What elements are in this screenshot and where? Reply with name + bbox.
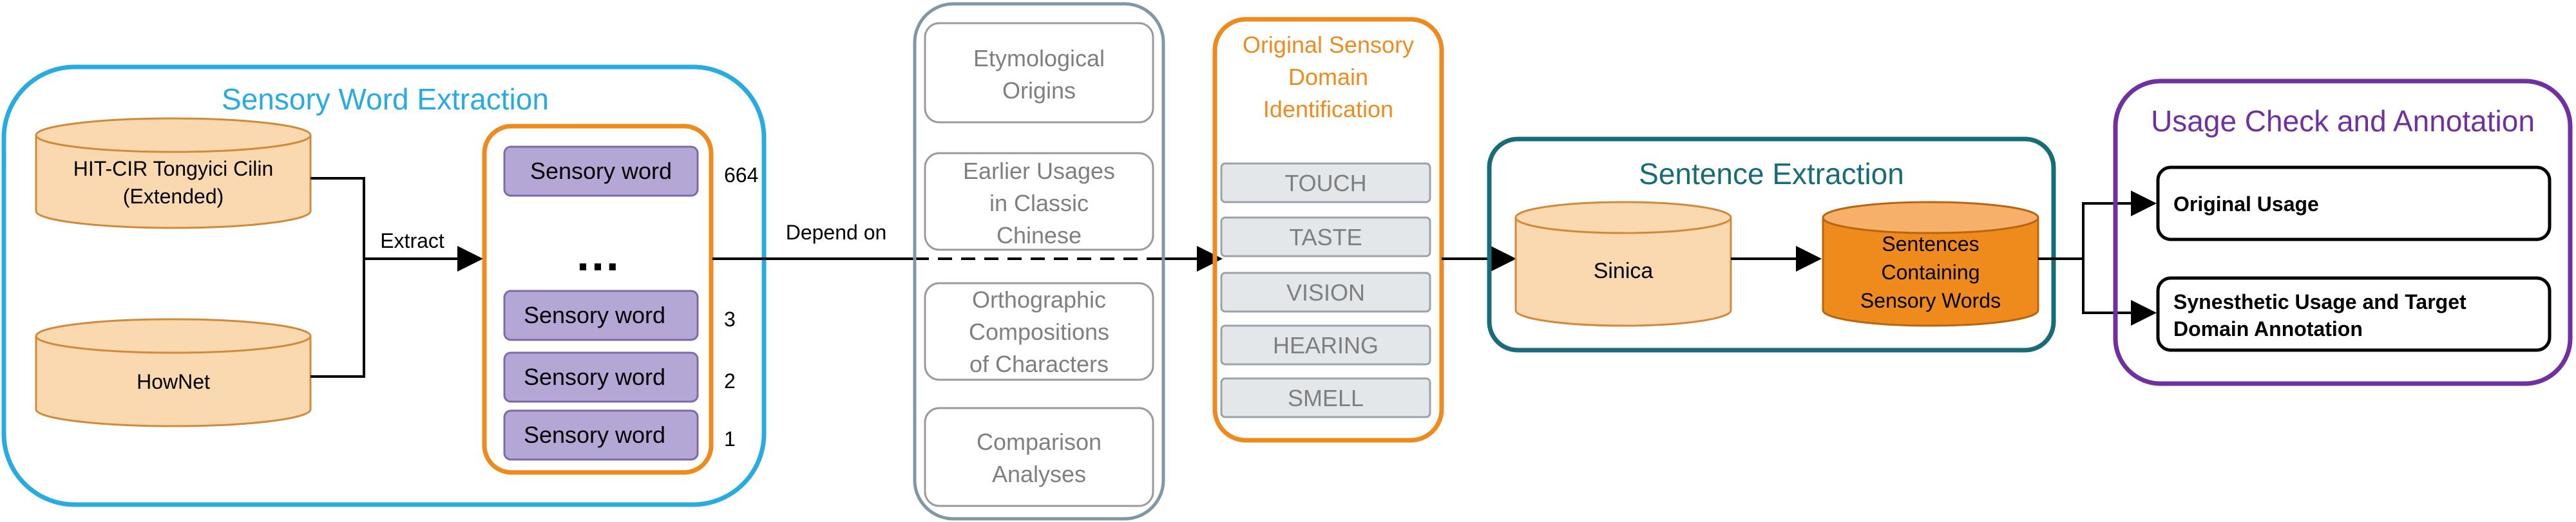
evidence-item-line: Analyses: [992, 461, 1086, 487]
sense-box-touch: [1220, 162, 1431, 203]
evidence-item-line: Chinese: [997, 222, 1082, 248]
sensory-word-label: Sensory word: [524, 364, 665, 390]
sensory-word-container: [482, 124, 714, 475]
sensory-word-count: 1: [724, 427, 736, 451]
sensory-word-label: Sensory word: [524, 302, 665, 328]
evidence-item-line: Etymological: [973, 45, 1105, 71]
domain-identification-panel: Original Sensory Domain Identification T…: [1212, 17, 1444, 443]
sentence-panel-border: [1487, 136, 2056, 353]
sense-label: VISION: [1286, 279, 1365, 306]
sinica-database-label: Sinica: [1594, 259, 1654, 283]
hownet-database-label: HowNet: [137, 370, 210, 393]
comparison-analyses-box: [924, 407, 1154, 507]
sensory-word-count: 664: [724, 163, 758, 187]
evidence-item-line: in Classic: [989, 190, 1089, 216]
sense-label: SMELL: [1288, 385, 1364, 411]
evidence-item-line: Orthographic: [972, 286, 1106, 313]
hownet-database: HowNet: [35, 318, 312, 427]
sensory-word-box: [503, 290, 699, 341]
extraction-title: Sensory Word Extraction: [222, 82, 549, 116]
domain-title-line3: Identification: [1263, 96, 1393, 122]
sensory-word-label: Sensory word: [530, 158, 672, 184]
sensory-word-extraction-panel: Sensory Word Extraction HIT-CIR Tongyici…: [1, 64, 767, 507]
extraction-panel-border: [1, 64, 767, 507]
etymological-origins-box: [924, 22, 1154, 124]
sentences-database: Sentences Containing Sensory Words: [1822, 201, 2039, 327]
evidence-item-line: Comparison: [977, 429, 1102, 455]
domain-title-line1: Original Sensory: [1243, 32, 1414, 58]
sense-box-taste: [1220, 216, 1431, 257]
sensory-word-ellipsis: …: [575, 229, 621, 281]
sentences-database-label-line3: Sensory Words: [1860, 289, 2001, 312]
sensory-word-label: Sensory word: [524, 422, 665, 448]
sensory-word-box: [503, 145, 699, 197]
sense-box-hearing: [1220, 324, 1431, 366]
sensory-word-box: [503, 351, 699, 403]
earlier-usages-box: [924, 152, 1154, 251]
evidence-item-line: of Characters: [969, 351, 1109, 377]
sensory-word-box: [503, 409, 699, 461]
usage-check-panel: Usage Check and Annotation Original Usag…: [2113, 79, 2573, 386]
cilin-database: HIT-CIR Tongyici Cilin (Extended): [35, 117, 312, 229]
evidence-item-line: Origins: [1002, 77, 1076, 104]
evidence-item-line: Earlier Usages: [963, 158, 1115, 184]
to-original-usage-arrow: [2082, 191, 2157, 314]
sinica-database: Sinica: [1514, 201, 1732, 327]
synesthetic-usage-label-line1: Synesthetic Usage and Target: [2173, 290, 2466, 313]
usage-panel-border: [2113, 79, 2573, 386]
domain-panel-border: [1212, 17, 1444, 443]
evidence-column: Etymological Origins Earlier Usages in C…: [913, 2, 1165, 521]
sentences-database-label-line2: Containing: [1882, 261, 1980, 284]
orthographic-compositions-box: [924, 282, 1154, 381]
evidence-item-line: Compositions: [969, 319, 1109, 345]
sentences-database-label-line1: Sentences: [1882, 232, 1979, 256]
sense-label: TOUCH: [1284, 170, 1366, 196]
evidence-column-border: [913, 2, 1165, 521]
synesthetic-usage-box: [2156, 276, 2552, 352]
extract-label: Extract: [380, 229, 444, 252]
sentence-extraction-title: Sentence Extraction: [1639, 157, 1904, 191]
synesthetic-usage-label-line2: Domain Annotation: [2173, 317, 2363, 340]
sense-label: TASTE: [1289, 224, 1362, 250]
sensory-word-count: 3: [724, 308, 736, 331]
original-usage-label: Original Usage: [2173, 192, 2319, 216]
usage-check-title: Usage Check and Annotation: [2151, 104, 2535, 138]
domain-title-line2: Domain: [1288, 64, 1368, 90]
sense-box-smell: [1220, 377, 1431, 418]
depend-on-label: Depend on: [786, 221, 887, 244]
merge-connector: [310, 177, 365, 378]
cilin-database-label-line2: (Extended): [123, 185, 224, 208]
original-usage-box: [2156, 165, 2552, 241]
cilin-database-label-line1: HIT-CIR Tongyici Cilin: [73, 157, 274, 180]
sensory-word-count: 2: [724, 369, 736, 393]
sense-label: HEARING: [1273, 332, 1379, 359]
sense-box-vision: [1220, 272, 1431, 313]
sentence-extraction-panel: Sentence Extraction Sinica Sentences Con…: [1487, 136, 2056, 353]
